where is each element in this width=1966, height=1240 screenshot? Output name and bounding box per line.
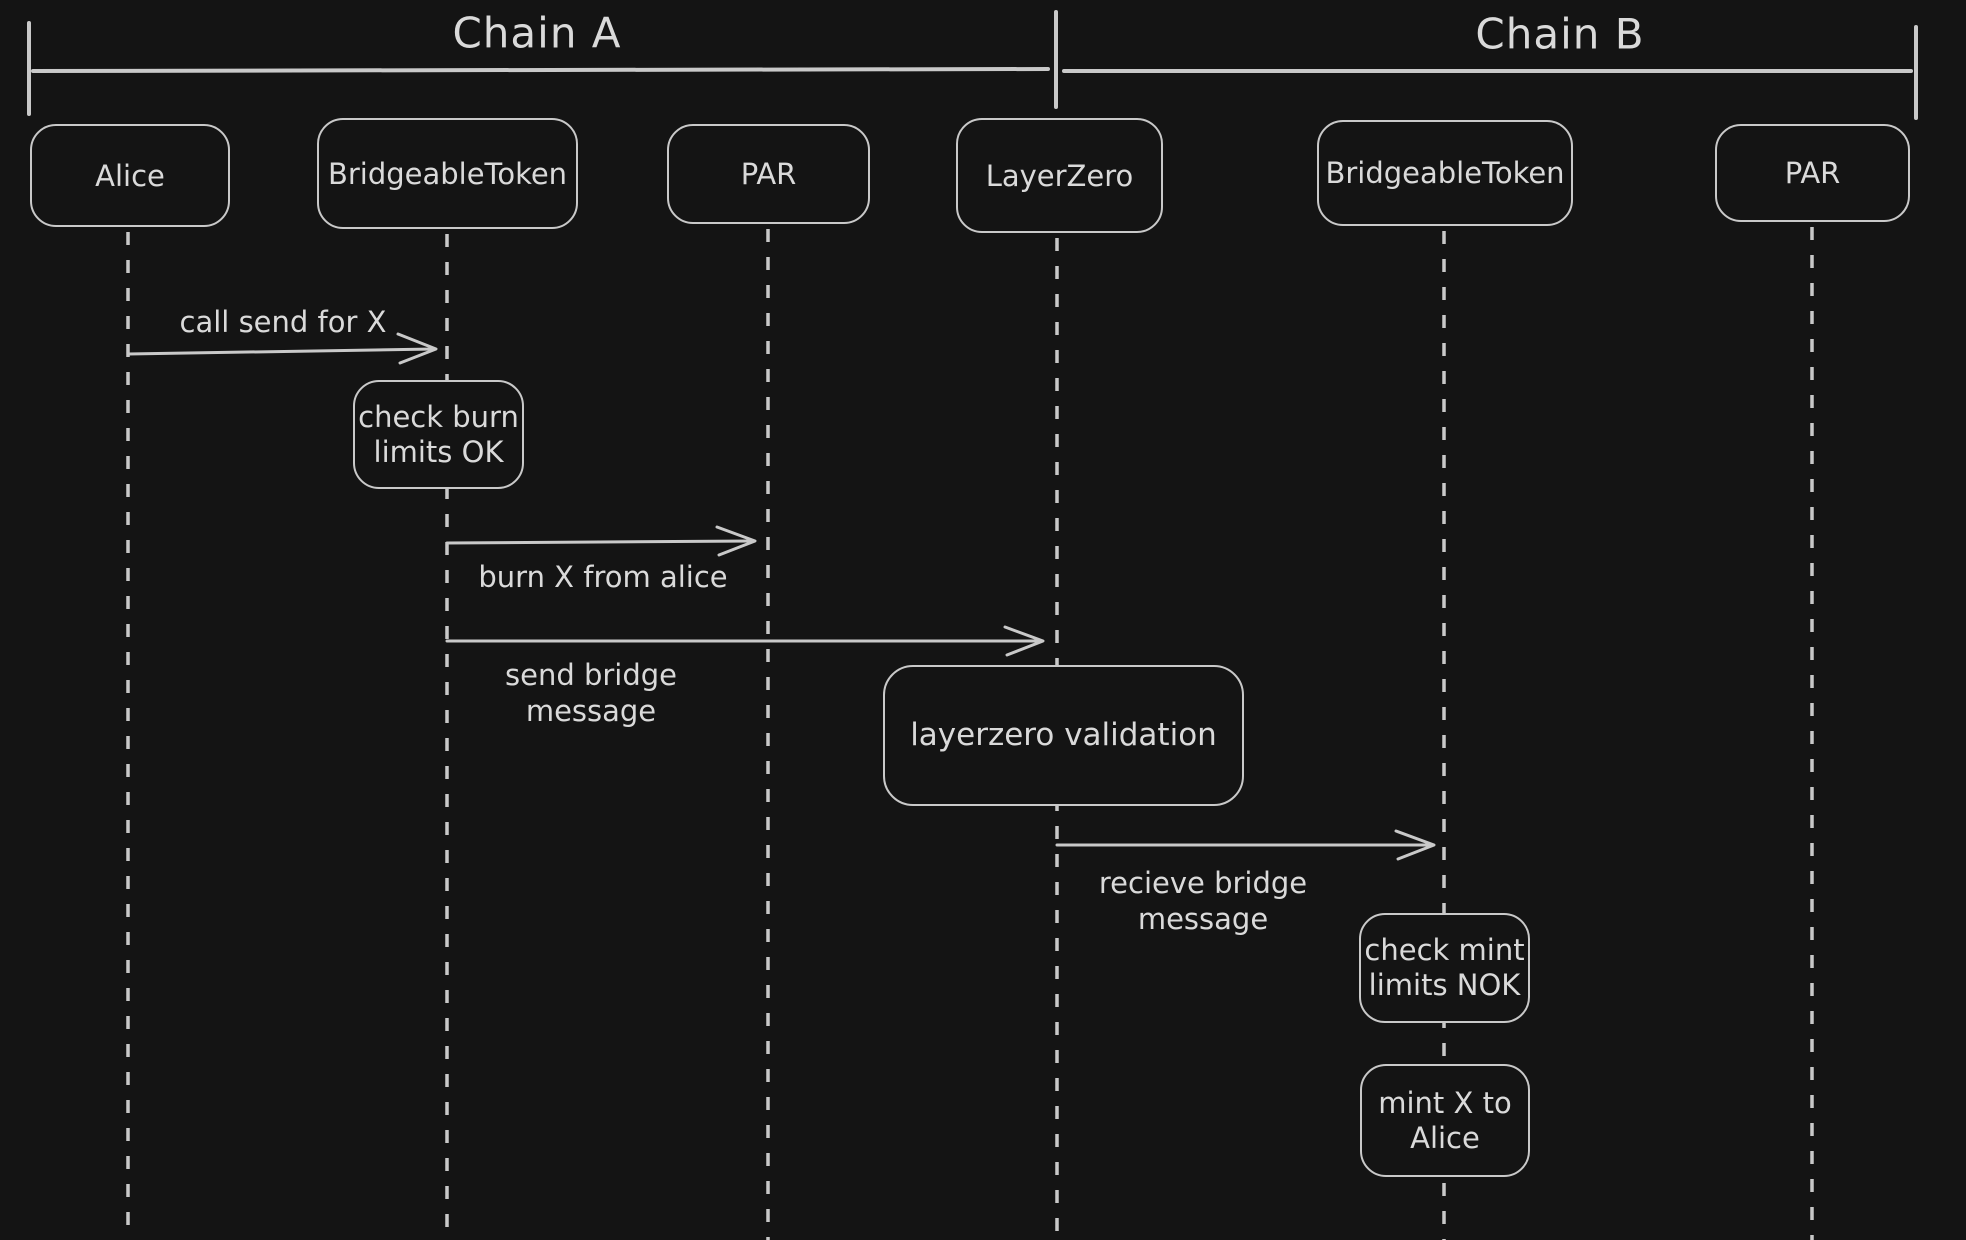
arrowhead-call-send (396, 332, 438, 365)
note-check-mint-limits-label: check mint limits NOK (1364, 933, 1525, 1002)
message-recieve-bridge-label: recieve bridge message (1098, 866, 1308, 936)
arrowhead-recieve-bridge (1394, 829, 1436, 861)
actor-par-a-label: PAR (740, 157, 797, 191)
arrowhead-burn (715, 525, 757, 557)
message-send-bridge-label: send bridge message (504, 658, 678, 728)
actor-bridgeabletoken-b-label: BridgeableToken (1325, 156, 1565, 190)
actor-par-b-label: PAR (1784, 156, 1841, 190)
actor-layerzero: LayerZero (956, 118, 1163, 233)
chain-a-underline (31, 67, 1050, 73)
note-layerzero-validation: layerzero validation (883, 665, 1244, 806)
note-check-burn-limits-label: check burn limits OK (358, 399, 519, 469)
actor-bridgeabletoken-a-label: BridgeableToken (327, 156, 568, 191)
arrow-call-send (126, 347, 436, 356)
message-call-send-label: call send for X (179, 305, 387, 339)
actor-alice-label: Alice (95, 158, 165, 193)
actor-bridgeabletoken-b: BridgeableToken (1317, 120, 1573, 226)
note-layerzero-validation-label: layerzero validation (910, 717, 1217, 753)
note-check-burn-limits: check burn limits OK (353, 380, 524, 489)
chain-b-title: Chain B (1475, 9, 1645, 59)
actor-alice: Alice (30, 124, 230, 227)
message-burn-label: burn X from alice (478, 560, 728, 594)
arrowhead-send-bridge (1003, 625, 1045, 657)
note-mint-to-alice-label: mint X to Alice (1378, 1085, 1512, 1155)
actor-layerzero-label: LayerZero (985, 158, 1134, 193)
note-mint-to-alice: mint X to Alice (1360, 1064, 1530, 1177)
actor-par-a: PAR (667, 124, 870, 224)
actor-par-b: PAR (1715, 124, 1910, 222)
actor-bridgeabletoken-a: BridgeableToken (317, 118, 578, 229)
note-check-mint-limits: check mint limits NOK (1359, 913, 1530, 1023)
arrow-burn (445, 539, 755, 545)
chain-a-title: Chain A (452, 8, 622, 58)
